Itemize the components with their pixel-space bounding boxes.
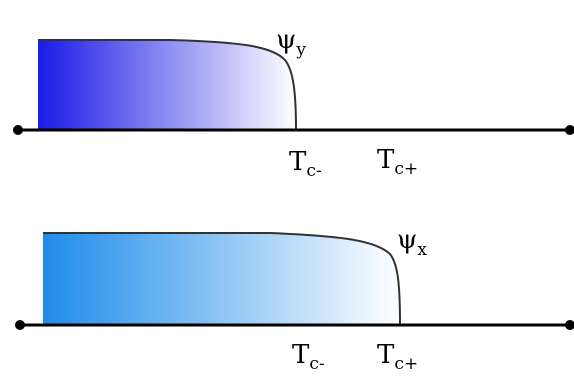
bottom-tc-plus-label: Tc+ — [377, 340, 418, 374]
top-tc-plus-label: Tc+ — [377, 145, 418, 179]
psi-y-filled-region — [38, 40, 296, 130]
psi-y-label: ψy — [276, 25, 306, 60]
bottom-panel: ψx Tc- Tc+ — [15, 225, 574, 374]
bottom-tc-minus-label: Tc- — [292, 340, 325, 374]
psi-x-filled-region — [43, 233, 400, 325]
bottom-axis-left-endpoint — [15, 320, 25, 330]
top-tc-minus-label: Tc- — [289, 147, 322, 181]
psi-y-curve — [38, 39, 297, 131]
top-panel: ψy Tc- Tc+ — [13, 25, 574, 181]
bottom-axis-right-endpoint — [565, 320, 574, 330]
top-axis-left-endpoint — [13, 125, 23, 135]
top-axis-right-endpoint — [565, 125, 574, 135]
psi-x-curve — [43, 232, 401, 326]
psi-x-label: ψx — [397, 225, 427, 260]
